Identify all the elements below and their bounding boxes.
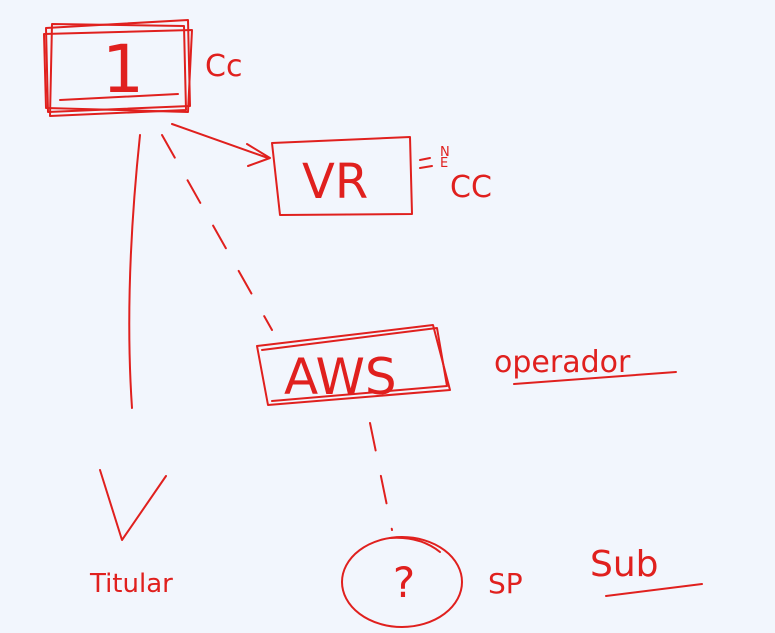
line-1-to-titular (128, 134, 141, 409)
arrow-1-to-vr (171, 123, 271, 167)
dashed-line-aws-to-circle (369, 422, 393, 531)
node-1-note: Cc (205, 49, 242, 84)
node-1-label: 1 (102, 31, 144, 108)
node-circle-label: ? (393, 558, 415, 607)
circle-overlap-stroke (389, 536, 441, 553)
sub-underline (605, 583, 703, 597)
node-aws-label: AWS (284, 348, 397, 406)
v-mark (99, 469, 167, 541)
node-vr-label: VR (302, 154, 368, 210)
node-vr-box (271, 136, 413, 216)
node-circle-note: SP (488, 567, 523, 600)
node-aws-box (256, 324, 451, 406)
node-vr-note: CC (450, 170, 492, 205)
equals-sign (419, 157, 433, 169)
sub-label: Sub (590, 544, 659, 585)
titular-label: Titular (89, 569, 173, 599)
node-aws-note: operador (494, 345, 631, 380)
operador-underline (513, 371, 677, 385)
node-1-box (43, 19, 193, 117)
dashed-line-1-to-aws (161, 134, 273, 331)
